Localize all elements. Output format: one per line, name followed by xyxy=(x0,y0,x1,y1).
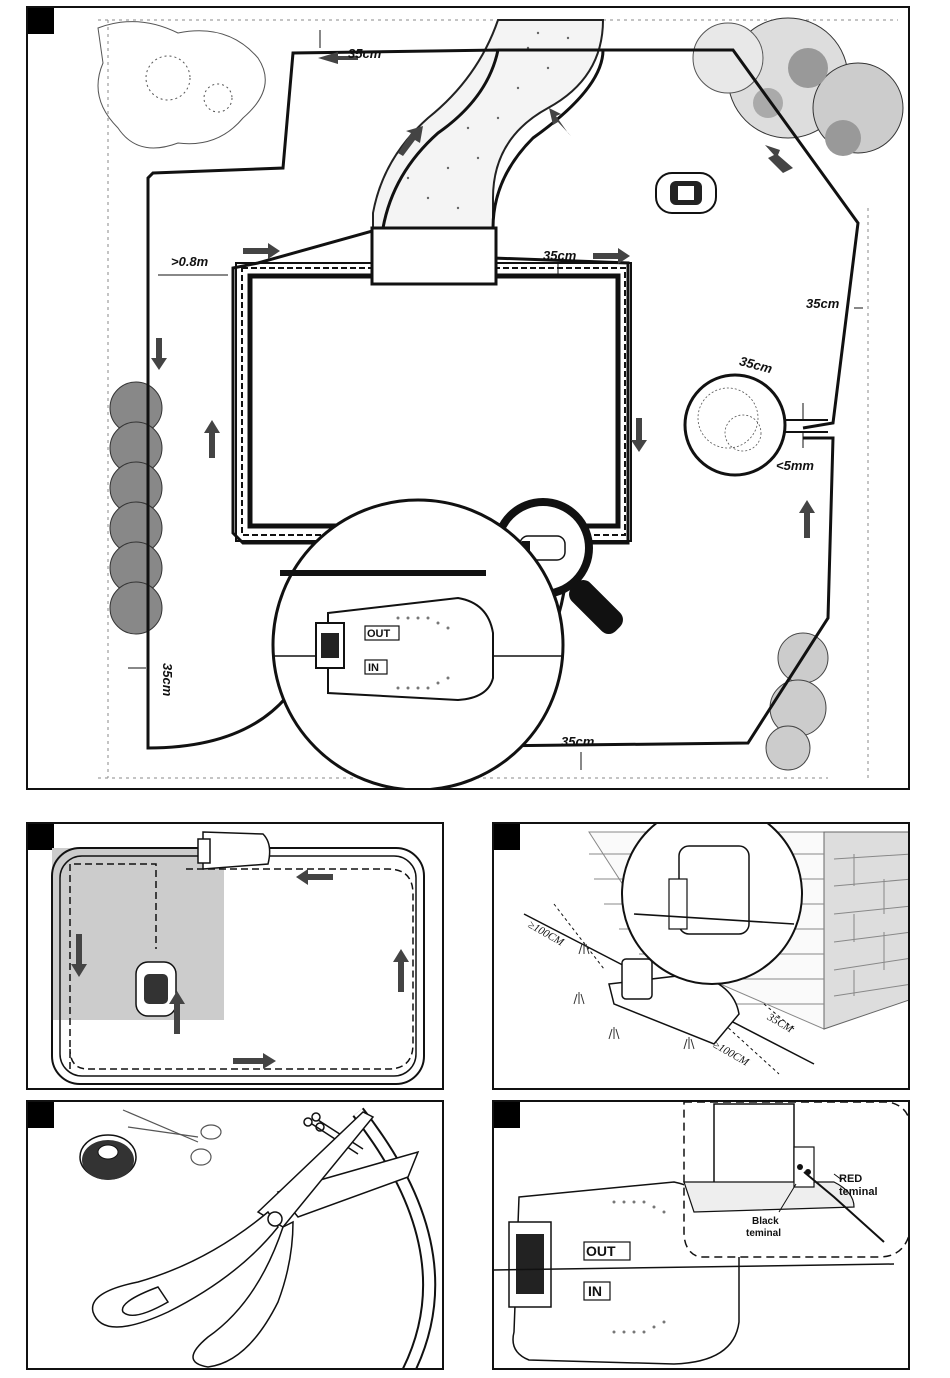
in-label: IN xyxy=(588,1283,602,1299)
robot-mower xyxy=(656,173,716,213)
wire-spool-icon xyxy=(80,1135,136,1180)
label-tree-distance: 35cm xyxy=(738,353,774,376)
robot-mower xyxy=(136,962,176,1016)
station-install-panel: ≥100CM ≥100CM 35CM xyxy=(492,822,910,1090)
label-side-clearance: ≥100CM xyxy=(711,1039,752,1069)
station-install-diagram: ≥100CM ≥100CM 35CM xyxy=(494,824,910,1090)
layout-diagram-panel: 35cm 35cm 35cm 35cm 35cm 35cm >0.8m <5mm xyxy=(26,6,910,790)
charging-station xyxy=(198,832,270,869)
wire-cut-panel xyxy=(26,1100,444,1370)
zoom-in-label: IN xyxy=(368,662,379,674)
label-bottom-distance: 35cm xyxy=(561,734,595,749)
red-terminal-label: RED xyxy=(839,1173,862,1185)
wire-cut-diagram xyxy=(28,1102,444,1370)
terminals-panel: OUT IN RED teminal Black teminal xyxy=(492,1100,910,1370)
label-top-distance: 35cm xyxy=(348,46,382,61)
label-right-distance: 35cm xyxy=(806,296,840,311)
red-terminal-label-2: teminal xyxy=(839,1186,878,1198)
tree-top-left xyxy=(98,22,265,148)
label-house-distance: 35cm xyxy=(543,248,577,263)
layout-diagram: 35cm 35cm 35cm 35cm 35cm 35cm >0.8m <5mm xyxy=(28,8,910,790)
small-scissors-icon xyxy=(123,1110,221,1165)
terminals-diagram: OUT IN RED teminal Black teminal xyxy=(494,1102,910,1370)
tree-top-right xyxy=(693,18,903,156)
out-label: OUT xyxy=(586,1243,616,1259)
black-terminal-label: Black xyxy=(752,1216,779,1227)
label-front-clearance: ≥100CM xyxy=(526,919,567,949)
perimeter-panel xyxy=(26,822,444,1090)
zoom-detail: OUT IN xyxy=(273,500,563,790)
perimeter-diagram xyxy=(28,824,444,1090)
label-pool-distance: >0.8m xyxy=(171,254,209,269)
hedge-left xyxy=(110,382,162,634)
black-terminal-label-2: teminal xyxy=(746,1228,781,1239)
house xyxy=(250,276,618,526)
label-left-distance: 35cm xyxy=(160,663,175,697)
label-wire-gap: <5mm xyxy=(776,458,814,473)
zoom-detail xyxy=(684,1102,910,1257)
zoom-out-label: OUT xyxy=(367,628,391,640)
porch xyxy=(372,228,496,284)
tree-island xyxy=(685,375,785,475)
scissors-icon xyxy=(93,1112,418,1367)
